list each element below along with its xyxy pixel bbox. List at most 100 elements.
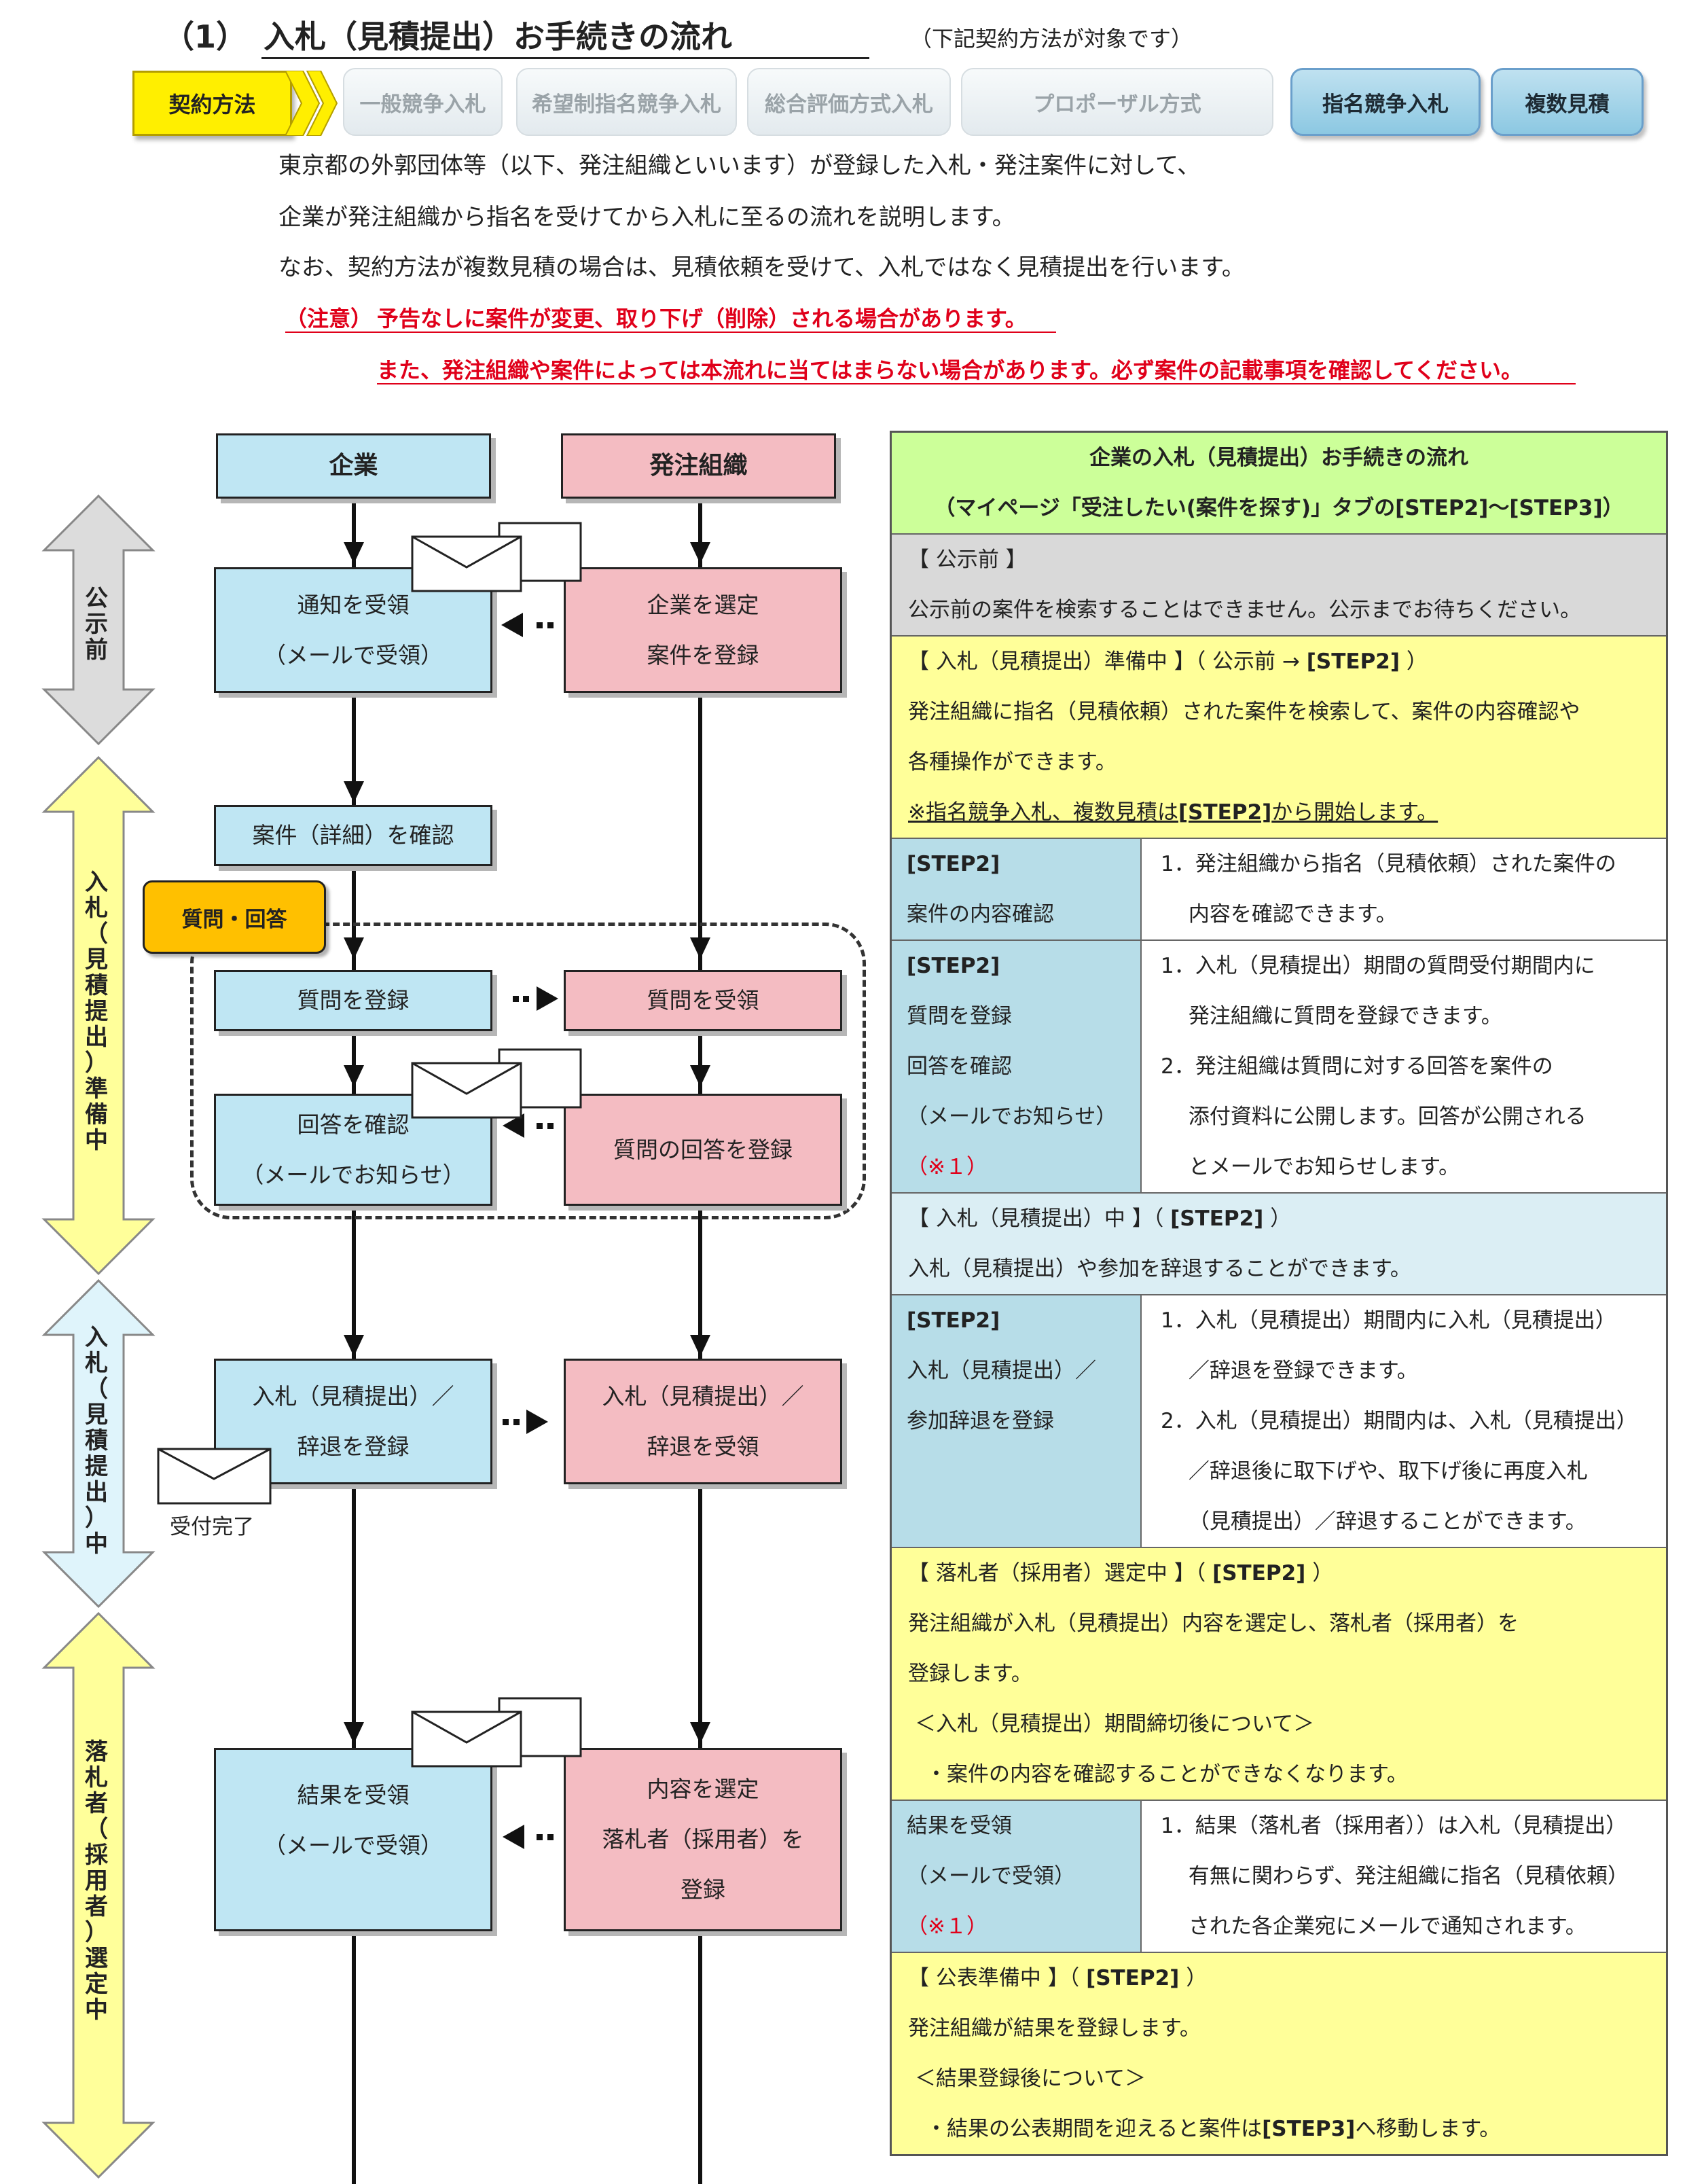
row-left: 結果を受領 （メールで受領） （※１） bbox=[892, 1801, 1142, 1952]
stage-char: 札 bbox=[85, 1764, 108, 1791]
stage-char: 落 bbox=[85, 1738, 108, 1766]
section-body: 発注組織が結果を登録します。 bbox=[908, 2016, 1201, 2041]
box-line: 入札（見積提出）／ bbox=[252, 1382, 454, 1410]
text: 回答を確認 bbox=[907, 1054, 1012, 1079]
row-left: [STEP2] 質問を登録 回答を確認 （メールでお知らせ） （※１） bbox=[892, 941, 1142, 1192]
text: 【 公表準備中 】（ bbox=[908, 1966, 1087, 1990]
text: から開始します。 bbox=[1271, 800, 1438, 825]
stage-char: 積 bbox=[85, 1427, 108, 1454]
box-line: 落札者（採用者）を bbox=[602, 1826, 804, 1852]
text: された各企業宛にメールで通知されます。 bbox=[1161, 1914, 1587, 1939]
text: 参加辞退を登録 bbox=[907, 1409, 1054, 1433]
text: 質問を登録 bbox=[907, 1004, 1012, 1028]
section-body: 各種操作ができます。 bbox=[908, 750, 1117, 774]
row-left: [STEP2] 案件の内容確認 bbox=[892, 839, 1142, 939]
section-head: 【 公示前 】 bbox=[908, 548, 1027, 572]
tab-nominated-competitive[interactable]: 指名競争入札 bbox=[1290, 68, 1481, 136]
receive-question-box: 質問を受領 bbox=[564, 970, 842, 1031]
section-body: ＜入札（見積提出）期間締切後について＞ bbox=[915, 1712, 1315, 1736]
stage-label-bidding: 入札（見積提出）中 bbox=[80, 1325, 113, 1557]
text: へ移動します。 bbox=[1355, 2117, 1501, 2141]
warning-line-1: 予告なしに案件が変更、取り下げ（削除）される場合があります。 bbox=[377, 306, 1027, 332]
row-confirm-details: [STEP2] 案件の内容確認 1．発注組織から指名（見積依頼）された案件の 内… bbox=[892, 838, 1666, 939]
row-question: [STEP2] 質問を登録 回答を確認 （メールでお知らせ） （※１） 1．入札… bbox=[892, 939, 1666, 1192]
section-selecting: 【 落札者（採用者）選定中 】（ [STEP2] ） 発注組織が入札（見積提出）… bbox=[892, 1547, 1666, 1800]
stage-char: 示 bbox=[85, 611, 108, 638]
row-result: 結果を受領 （メールで受領） （※１） 1．結果（落札者（採用者））は入札（見積… bbox=[892, 1800, 1666, 1952]
table-title-1: 企業の入札（見積提出）お手続きの流れ bbox=[1089, 446, 1468, 470]
mail-document-icon bbox=[411, 1048, 582, 1119]
text: （メールで受領） bbox=[907, 1864, 1075, 1888]
receipt-mail-icon bbox=[157, 1448, 272, 1505]
text: 1．発注組織から指名（見積依頼）された案件の bbox=[1161, 852, 1616, 876]
warning-line-2: また、発注組織や案件によっては本流れに当てはまらない場合があります。必ず案件の記… bbox=[377, 357, 1523, 383]
warning-underline-2 bbox=[377, 383, 1576, 384]
confirm-details-box: 案件（詳細）を確認 bbox=[214, 805, 492, 866]
org-column-header: 発注組織 bbox=[561, 433, 836, 499]
box-line: 結果を受領 bbox=[297, 1782, 410, 1808]
section-body: 入札（見積提出）や参加を辞退することができます。 bbox=[908, 1257, 1411, 1281]
section-publishing: 【 公表準備中 】（ [STEP2] ） 発注組織が結果を登録します。 ＜結果登… bbox=[892, 1952, 1666, 2154]
text: 1．結果（落札者（採用者））は入札（見積提出） bbox=[1161, 1814, 1627, 1838]
select-company-box: 企業を選定 案件を登録 bbox=[564, 567, 842, 693]
receive-result-box: 結果を受領 （メールで受領） bbox=[214, 1748, 492, 1931]
stage-char: 備 bbox=[85, 1101, 108, 1128]
stage-char: 入 bbox=[85, 1324, 108, 1351]
text: 入札（見積提出）／ bbox=[907, 1359, 1096, 1383]
text: 1．入札（見積提出）期間内に入札（見積提出） bbox=[1161, 1308, 1616, 1333]
text: ） bbox=[1400, 649, 1428, 674]
section-head: 【 入札（見積提出）準備中 】（ 公示前 → [STEP2] ） bbox=[892, 637, 1666, 687]
tab-multiple-quotes[interactable]: 複数見積 bbox=[1491, 68, 1644, 136]
tab-proposal[interactable]: プロポーザル方式 bbox=[961, 68, 1273, 136]
stage-char: 準 bbox=[85, 1075, 108, 1103]
box-line: 案件（詳細）を確認 bbox=[252, 822, 454, 848]
tab-general-competitive[interactable]: 一般競争入札 bbox=[343, 68, 503, 136]
warning-underline-1 bbox=[285, 332, 1056, 333]
section-body: ・結果の公表期間を迎えると案件は[STEP3]へ移動します。 bbox=[892, 2104, 1666, 2154]
text: （メールでお知らせ） bbox=[907, 1105, 1117, 1129]
section-title: 入札（見積提出）お手続きの流れ bbox=[264, 18, 732, 55]
box-line: 内容を選定 bbox=[647, 1776, 759, 1802]
method-label: 契約方法 bbox=[132, 71, 292, 136]
text: ※指名競争入札、複数見積は bbox=[908, 800, 1178, 825]
step-label: [STEP2] bbox=[1178, 800, 1272, 825]
text: 【 入札（見積提出）中 】（ bbox=[908, 1206, 1171, 1231]
step-label: [STEP2] bbox=[907, 852, 1000, 876]
text: 結果を受領 bbox=[907, 1814, 1012, 1838]
stage-char: 者 bbox=[85, 1790, 108, 1817]
chevron-arrows-icon bbox=[285, 71, 338, 136]
stage-label-preparing: 入札（見積提出）準備中 bbox=[80, 870, 113, 1153]
text: 添付資料に公開します。回答が公開される bbox=[1161, 1105, 1587, 1129]
table-title-2: （マイページ「受注したい(案件を探す)」タブの[STEP2]～[STEP3]） bbox=[934, 496, 1624, 520]
text: ） bbox=[1179, 1966, 1208, 1990]
stage-char: 提 bbox=[85, 998, 108, 1025]
stage-char: 前 bbox=[85, 637, 108, 664]
stage-char: 者 bbox=[85, 1893, 108, 1920]
box-line: 質問を登録 bbox=[297, 987, 410, 1014]
row-bid: [STEP2] 入札（見積提出）／ 参加辞退を登録 1．入札（見積提出）期間内に… bbox=[892, 1294, 1666, 1547]
table-header: 企業の入札（見積提出）お手続きの流れ （マイページ「受注したい(案件を探す)」タ… bbox=[892, 433, 1666, 533]
row-right: 1．入札（見積提出）期間の質問受付期間内に 発注組織に質問を登録できます。 2．… bbox=[1142, 941, 1666, 1192]
qa-tag: 質問・回答 bbox=[143, 880, 326, 954]
stage-char: ） bbox=[85, 1050, 108, 1077]
note-ref: （※１） bbox=[907, 1914, 988, 1939]
stage-char: 中 bbox=[85, 1997, 108, 2024]
register-bid-box: 入札（見積提出）／ 辞退を登録 bbox=[214, 1359, 492, 1484]
note-ref: （※１） bbox=[907, 1155, 988, 1179]
box-line: 企業を選定 bbox=[647, 591, 759, 618]
stage-char: 札 bbox=[85, 1350, 108, 1377]
stage-char: 入 bbox=[85, 869, 108, 896]
tab-preferred-nominated[interactable]: 希望制指名競争入札 bbox=[516, 68, 737, 136]
box-line: 辞退を登録 bbox=[297, 1433, 410, 1460]
step-label: [STEP2] bbox=[1086, 1966, 1180, 1990]
section-preparing: 【 入札（見積提出）準備中 】（ 公示前 → [STEP2] ） 発注組織に指名… bbox=[892, 635, 1666, 838]
row-right: 1．入札（見積提出）期間内に入札（見積提出） ／辞退を登録できます。 2．入札（… bbox=[1142, 1295, 1666, 1547]
tab-comprehensive-evaluation[interactable]: 総合評価方式入札 bbox=[747, 68, 951, 136]
box-line: （メールで受領） bbox=[264, 641, 443, 668]
text: 2．入札（見積提出）期間内は、入札（見積提出） bbox=[1161, 1409, 1637, 1433]
intro-line-2: 企業が発注組織から指名を受けてから入札に至るの流れを説明します。 bbox=[278, 204, 1015, 231]
section-note: ※指名競争入札、複数見積は[STEP2]から開始します。 bbox=[892, 787, 1666, 838]
intro-line-1: 東京都の外郭団体等（以下、発注組織といいます）が登録した入札・発注案件に対して、 bbox=[278, 152, 1201, 179]
section-body: 発注組織が入札（見積提出）内容を選定し、落札者（採用者）を bbox=[908, 1611, 1519, 1636]
text: ／辞退後に取下げや、取下げ後に再度入札 bbox=[1161, 1459, 1588, 1484]
